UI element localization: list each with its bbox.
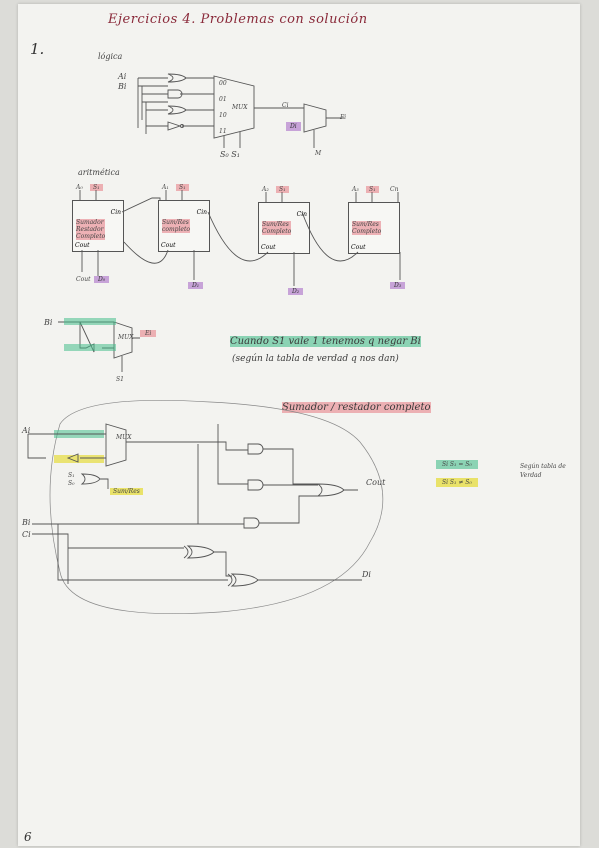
not-gate-1 <box>167 121 182 131</box>
block2-d: D₂ <box>288 288 304 295</box>
logic-input-ai: Ai <box>118 72 127 81</box>
full-input-ai: Ai <box>22 426 31 435</box>
full-or-gate <box>316 483 358 497</box>
block3-s: S₁ <box>366 186 379 193</box>
block0-cin: Cin <box>110 209 121 216</box>
adder-block-1: Cin Sum/Res completo Cout <box>158 200 210 252</box>
mux-detail-select: S1 <box>116 376 124 383</box>
block1-s: S₁ <box>176 184 189 191</box>
detail-mux <box>113 321 133 359</box>
arith-label: aritmética <box>78 168 120 177</box>
logic-selects: S₀ S₁ <box>220 150 240 159</box>
circuit-drawings <box>27 73 401 614</box>
full-circuit-heading: Sumador / restador completo <box>282 402 431 413</box>
full-mux-label: MUX <box>116 434 132 441</box>
cond-notequal: Si S₁ ≠ S₀ <box>436 478 478 487</box>
block2-a: A₂ <box>262 186 269 193</box>
mux-detail-ei: Ei <box>140 330 157 337</box>
mux-detail-mux: MUX <box>118 334 134 341</box>
block2-text: Sum/Res Completo <box>262 221 292 235</box>
full-di: Di <box>362 570 371 579</box>
block0-cout: Cout <box>75 242 90 249</box>
block0-d: D₀ <box>94 276 110 283</box>
inner-mux <box>105 423 127 467</box>
adder-block-2: Cin Sum/Res Completo Cout <box>258 202 310 254</box>
logic-m: M <box>315 150 322 157</box>
block3-cout: Cout <box>351 244 366 251</box>
block3-cin-top: Cn <box>390 186 399 193</box>
logic-di: Di <box>286 122 301 131</box>
chain-first-cout: Cout <box>76 276 91 283</box>
output-mux <box>254 103 344 133</box>
mux-in-01: 01 <box>219 96 227 103</box>
mux-in-11: 11 <box>219 128 227 135</box>
or-gate-1 <box>167 73 187 83</box>
page-title: Ejercicios 4. Problemas con solución <box>108 12 368 27</box>
full-input-bi: Bi <box>22 518 31 527</box>
logic-mux <box>213 75 255 139</box>
notebook-page: Ejercicios 4. Problemas con solución 1. … <box>18 4 580 846</box>
block1-cin: Cin <box>196 209 207 216</box>
block2-cout: Cout <box>261 244 276 251</box>
cond-equal: Si S₁ = S₀ <box>436 460 478 469</box>
block2-s: S₁ <box>276 186 289 193</box>
full-cout: Cout <box>366 478 386 487</box>
logic-input-bi: Bi <box>118 82 127 91</box>
adder-block-3: Sum/Res Completo Cout <box>348 202 400 254</box>
block2-cin: Cin <box>296 211 307 218</box>
logic-ci: Ci <box>282 102 289 109</box>
side-note: Según tabla de Verdad <box>520 463 566 479</box>
mux-label: MUX <box>232 104 248 111</box>
block3-text: Sum/Res Completo <box>352 221 382 235</box>
block1-text: Sum/Res completo <box>162 219 190 233</box>
mux-note-line1: Cuando S1 vale 1 tenemos q negar Bi <box>230 336 421 347</box>
adder-block-0: Cin Sumador Restador Completo Cout <box>72 200 124 252</box>
and-gate-1 <box>167 89 183 99</box>
page-number: 6 <box>24 830 32 844</box>
block1-a: A₁ <box>162 184 169 191</box>
block1-cout: Cout <box>161 242 176 249</box>
full-and-gates <box>243 443 264 529</box>
block0-a: A₀ <box>76 184 83 191</box>
block1-d: D₁ <box>188 282 204 289</box>
logic-label: lógica <box>98 52 123 61</box>
mux-in-10: 10 <box>219 112 227 119</box>
block3-d: D₃ <box>390 282 406 289</box>
full-xor-2 <box>227 573 259 587</box>
block0-text: Sumador Restador Completo <box>76 219 106 240</box>
exercise-number: 1. <box>30 40 45 58</box>
logic-fi: Fi <box>340 114 347 121</box>
mux-note-line2: (según la tabla de verdad q nos dan) <box>232 354 399 364</box>
circuit-outline <box>49 399 384 614</box>
full-s0: S₀ <box>68 480 75 487</box>
select-xor <box>80 473 109 489</box>
full-sum-res: Sum/Res <box>110 488 143 495</box>
full-s1: S₁ <box>68 472 75 479</box>
xor-gate-1 <box>167 105 187 115</box>
full-input-ci: Ci <box>22 530 31 539</box>
full-xor-1 <box>183 545 215 559</box>
block0-s: S₁ <box>90 184 103 191</box>
block3-a: A₃ <box>352 186 359 193</box>
mux-detail-bi: Bi <box>44 318 53 327</box>
mux-in-00: 00 <box>219 80 227 87</box>
